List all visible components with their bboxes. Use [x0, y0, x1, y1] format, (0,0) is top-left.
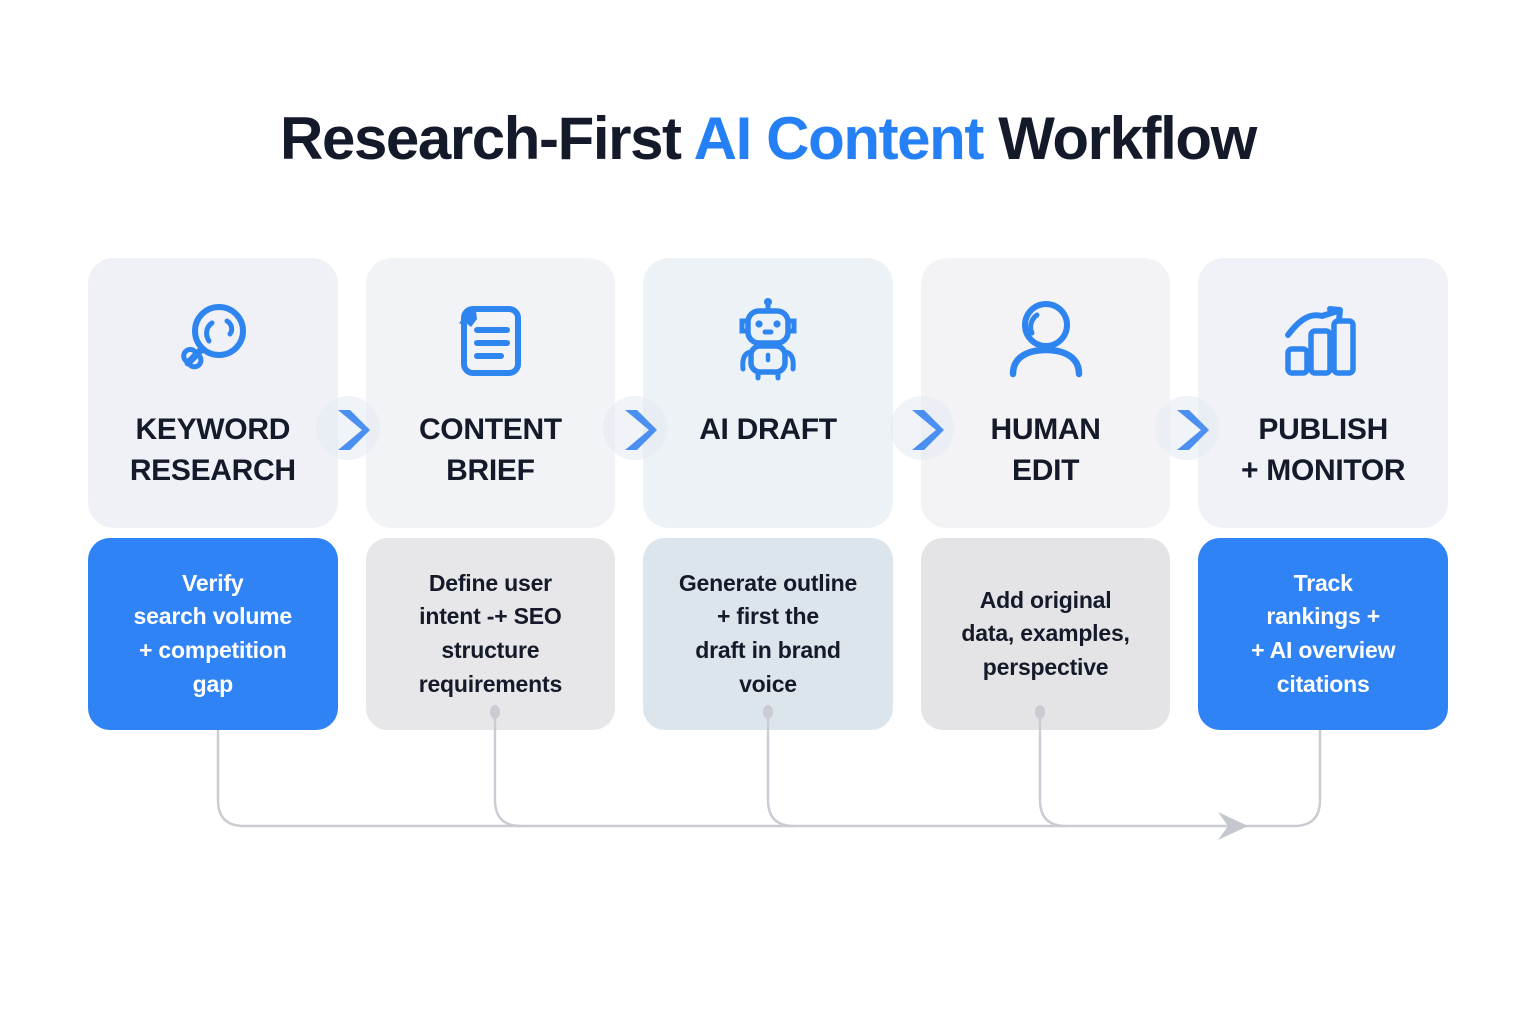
detail-line: citations	[1276, 670, 1370, 697]
detail-line: gap	[192, 670, 233, 697]
detail-line: + first the	[716, 603, 819, 630]
detail-line: requirements	[418, 670, 563, 697]
detail-line: + competition	[139, 637, 287, 663]
step-title-line-1: KEYWORD	[135, 413, 291, 446]
workflow-step-ai-draft[interactable]: AI DRAFT Generate outline + first the dr…	[643, 258, 893, 730]
step-detail-publish-monitor: Track rankings + + AI overview citations	[1198, 538, 1448, 730]
document-icon	[444, 292, 536, 388]
step-title-line-2: BRIEF	[446, 453, 535, 487]
step-header-publish-monitor: PUBLISH + MONITOR	[1198, 258, 1448, 528]
step-detail-human-edit: Add original data, examples, perspective	[920, 538, 1171, 730]
detail-line: data, examples,	[961, 620, 1130, 647]
step-detail-content-brief: Define user intent -+ SEO structure requ…	[365, 538, 616, 730]
page-title-lead: Research-First	[280, 105, 694, 172]
step-title-line-2: EDIT	[1012, 453, 1080, 487]
detail-line: Add original	[979, 586, 1112, 613]
step-detail-keyword-research: Verify search volume + competition gap	[88, 538, 338, 730]
step-title-line-1: AI DRAFT	[699, 413, 837, 446]
page-title: Research-First AI Content Workflow	[0, 104, 1536, 173]
detail-line: Generate outline	[678, 569, 858, 596]
step-header-human-edit: HUMAN EDIT	[920, 258, 1171, 528]
detail-line: rankings +	[1266, 603, 1381, 630]
detail-line: Define user	[428, 569, 552, 596]
detail-line: Track	[1293, 569, 1353, 596]
step-header-keyword-research: KEYWORD RESEARCH	[88, 258, 338, 528]
workflow-step-content-brief[interactable]: CONTENT BRIEF Define user intent -+ SEO …	[365, 258, 616, 730]
step-title-content-brief: CONTENT BRIEF	[413, 410, 568, 492]
chevron-right-icon-3	[890, 396, 962, 468]
bar-chart-growth-icon	[1277, 292, 1369, 388]
robot-icon	[722, 292, 814, 388]
detail-line: + AI overview	[1251, 637, 1396, 663]
detail-line: structure	[441, 637, 540, 663]
workflow-step-publish-monitor[interactable]: PUBLISH + MONITOR Track rankings + + AI …	[1198, 258, 1448, 730]
step-header-ai-draft: AI DRAFT	[643, 258, 893, 528]
detail-line: Verify	[182, 569, 244, 596]
chevron-right-icon-2	[603, 396, 675, 468]
detail-line: search volume	[133, 603, 293, 630]
step-title-line-2: RESEARCH	[129, 453, 296, 487]
step-title-ai-draft: AI DRAFT	[693, 410, 843, 451]
step-title-publish-monitor: PUBLISH + MONITOR	[1235, 410, 1411, 492]
step-title-line-1: PUBLISH	[1258, 413, 1388, 446]
chevron-right-icon-1	[316, 396, 388, 468]
page-title-trail: Workflow	[982, 105, 1257, 172]
detail-line: intent -+ SEO	[419, 603, 562, 630]
step-title-line-1: HUMAN	[990, 413, 1101, 446]
step-title-keyword-research: KEYWORD RESEARCH	[124, 410, 302, 492]
step-title-human-edit: HUMAN EDIT	[985, 410, 1107, 492]
detail-line: draft in brand	[695, 637, 841, 663]
workflow-steps: KEYWORD RESEARCH Verify search volume + …	[88, 258, 1448, 730]
page-title-accent: AI Content	[693, 105, 985, 172]
person-icon	[1000, 292, 1092, 388]
step-header-content-brief: CONTENT BRIEF	[365, 258, 616, 528]
detail-line: voice	[739, 670, 797, 697]
workflow-step-keyword-research[interactable]: KEYWORD RESEARCH Verify search volume + …	[88, 258, 338, 730]
arrow-right-icon	[1218, 812, 1248, 840]
workflow-step-human-edit[interactable]: HUMAN EDIT Add original data, examples, …	[920, 258, 1171, 730]
magnifier-icon	[167, 292, 259, 388]
step-title-line-2: + MONITOR	[1241, 453, 1406, 487]
chevron-right-icon-4	[1155, 396, 1227, 468]
step-title-line-1: CONTENT	[418, 413, 562, 446]
step-detail-ai-draft: Generate outline + first the draft in br…	[643, 538, 893, 730]
detail-line: perspective	[982, 653, 1109, 680]
